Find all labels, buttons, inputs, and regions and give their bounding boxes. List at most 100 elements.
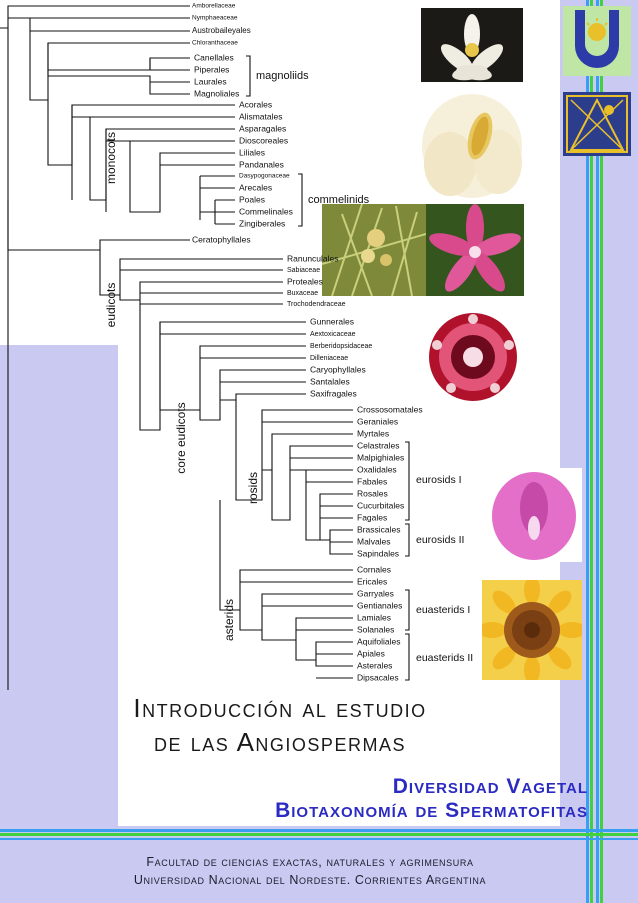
taxon-myrtales: Myrtales <box>357 428 389 438</box>
subtitle-line1: Diversidad Vagetal <box>393 775 588 799</box>
taxon-alismatales: Alismatales <box>239 111 282 121</box>
clade-bracket <box>405 441 410 521</box>
tree-branch <box>99 250 283 305</box>
taxon-berberidopsidaceae: Berberidopsidaceae <box>310 343 372 350</box>
taxon-magnoliales: Magnoliales <box>194 88 239 98</box>
clade-eurosids-ii: eurosids II <box>416 534 464 546</box>
taxon-malvales: Malvales <box>357 536 391 546</box>
taxon-buxaceae: Buxaceae <box>287 290 318 297</box>
taxon-asterales: Asterales <box>357 660 392 670</box>
title-line1-text: Introducción al estudio <box>133 693 427 723</box>
tree-branch <box>47 100 235 166</box>
taxon-cornales: Cornales <box>357 564 391 574</box>
taxon-liliales: Liliales <box>239 147 265 157</box>
title-line2-text: de las Angiospermas <box>154 727 406 757</box>
sunflower-photo <box>482 580 582 680</box>
clade-bracket <box>246 55 251 97</box>
taxon-amborellaceae: Amborellaceae <box>192 3 236 10</box>
lily-photo <box>426 204 524 296</box>
taxon-laurales: Laurales <box>194 76 227 86</box>
palm-photo <box>322 204 426 296</box>
clade-eudicots: eudicots <box>104 283 118 328</box>
footer-line1: Facultad de ciencias exactas, naturales … <box>0 855 620 869</box>
clade-core-eudicots: core eudicots <box>174 402 188 473</box>
main-title-line2: de las Angiospermas <box>0 727 560 758</box>
taxon-santalales: Santalales <box>310 376 350 386</box>
tree-branch <box>306 529 353 555</box>
taxon-apiales: Apiales <box>357 648 385 658</box>
taxon-aquifoliales: Aquifoliales <box>357 636 400 646</box>
tree-branch <box>219 500 353 679</box>
taxon-austrobaileyales: Austrobaileyales <box>192 26 251 35</box>
magnolia-photo <box>420 84 524 202</box>
taxon-chloranthaceae: Chloranthaceae <box>192 40 238 47</box>
taxon-solanales: Solanales <box>357 624 394 634</box>
footer-line1-text: Facultad de ciencias exactas, naturales … <box>146 855 474 869</box>
clade-bracket <box>405 633 410 681</box>
pea-flower-photo <box>486 468 582 562</box>
university-logo <box>563 6 631 76</box>
clade-rosids: rosids <box>246 472 260 504</box>
taxon-sabiaceae: Sabiaceae <box>287 267 320 274</box>
taxon-fagales: Fagales <box>357 512 387 522</box>
taxon-proteales: Proteales <box>287 276 323 286</box>
taxon-fabales: Fabales <box>357 476 387 486</box>
tree-branch <box>271 445 353 541</box>
taxon-canellales: Canellales <box>194 52 234 62</box>
clade-bracket <box>405 589 410 631</box>
taxon-aextoxicaceae: Aextoxicaceae <box>310 331 356 338</box>
tree-branch <box>29 31 190 101</box>
taxon-dioscoreales: Dioscoreales <box>239 135 288 145</box>
taxon-lamiales: Lamiales <box>357 612 391 622</box>
taxon-ranunculales: Ranunculales <box>287 253 339 263</box>
taxon-gunnerales: Gunnerales <box>310 316 354 326</box>
faculty-logo <box>563 92 631 156</box>
subtitle-line2-text: Biotaxonomía de Spermatofitas <box>275 799 588 822</box>
dianthus-photo <box>424 305 522 409</box>
tree-branch <box>105 129 235 225</box>
taxon-ericales: Ericales <box>357 576 387 586</box>
taxon-oxalidales: Oxalidales <box>357 464 397 474</box>
taxon-garryales: Garryales <box>357 588 394 598</box>
taxon-pandanales: Pandanales <box>239 159 284 169</box>
tree-branch <box>149 58 190 71</box>
footer-line2: Universidad Nacional del Nordeste. Corri… <box>0 873 620 887</box>
taxon-nymphaeaceae: Nymphaeaceae <box>192 15 238 22</box>
taxon-caryophyllales: Caryophyllales <box>310 364 366 374</box>
taxon-saxifragales: Saxifragales <box>310 388 357 398</box>
clade-asterids: asterids <box>222 599 236 641</box>
taxon-crossosomatales: Crossosomatales <box>357 404 423 414</box>
taxon-arecales: Arecales <box>239 182 272 192</box>
subtitle-line1-text: Diversidad Vagetal <box>392 775 588 798</box>
clade-euasterids-ii: euasterids II <box>416 652 473 664</box>
tree-branch <box>0 5 190 29</box>
footer-line2-text: Universidad Nacional del Nordeste. Corri… <box>133 873 487 887</box>
taxon-commelinales: Commelinales <box>239 206 293 216</box>
taxon-celastrales: Celastrales <box>357 440 400 450</box>
taxon-acorales: Acorales <box>239 99 272 109</box>
clade-eurosids-i: eurosids I <box>416 474 462 486</box>
taxon-cucurbitales: Cucurbitales <box>357 500 404 510</box>
taxon-malpighiales: Malpighiales <box>357 452 404 462</box>
taxon-poales: Poales <box>239 194 265 204</box>
taxon-asparagales: Asparagales <box>239 123 286 133</box>
tree-branch <box>7 200 190 251</box>
clade-bracket <box>298 173 303 227</box>
taxon-dilleniaceae: Dilleniaceae <box>310 355 348 362</box>
clade-commelinids: commelinids <box>308 194 370 206</box>
phylogenetic-tree: AmborellaceaeNymphaeaceaeAustrobaileyale… <box>0 3 473 690</box>
water-lily-photo <box>421 8 523 82</box>
clade-magnoliids: magnoliids <box>256 70 309 82</box>
taxon-dipsacales: Dipsacales <box>357 672 399 682</box>
taxon-ceratophyllales: Ceratophyllales <box>192 234 251 244</box>
taxon-brassicales: Brassicales <box>357 524 400 534</box>
subtitle-line2: Biotaxonomía de Spermatofitas <box>275 799 588 823</box>
tree-branch <box>47 43 190 71</box>
taxon-trochodendraceae: Trochodendraceae <box>287 301 346 308</box>
tree-branch <box>159 322 306 421</box>
taxon-piperales: Piperales <box>194 64 229 74</box>
taxon-zingiberales: Zingiberales <box>239 218 285 228</box>
tree-branch <box>29 18 190 32</box>
